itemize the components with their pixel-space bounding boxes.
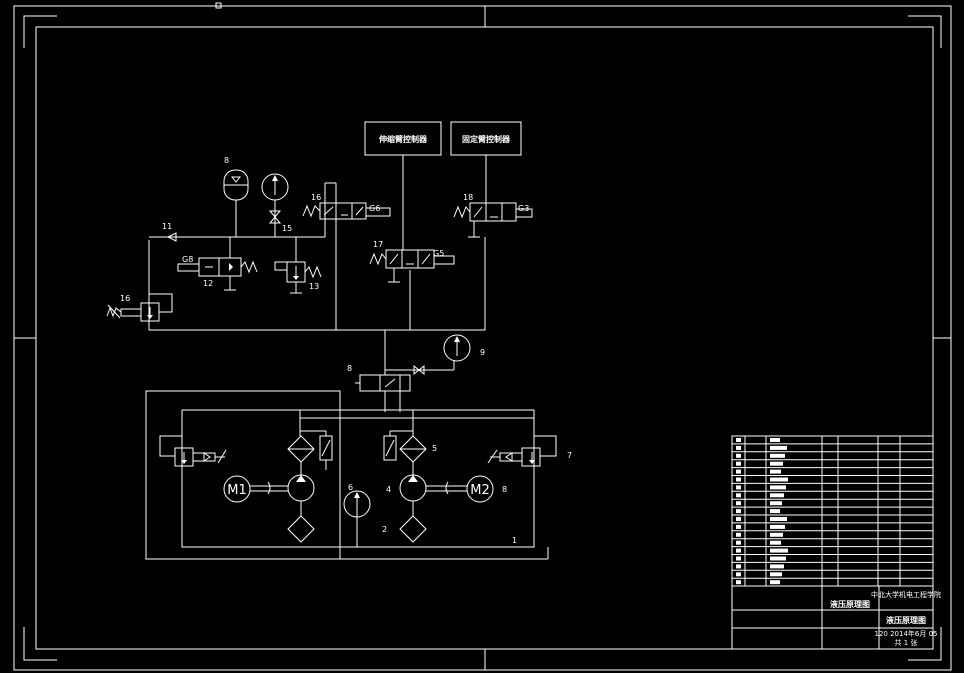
parts-list-name-mark (770, 580, 780, 585)
svg-text:8: 8 (224, 156, 229, 165)
svg-text:7: 7 (567, 451, 572, 460)
filter-icon (287, 515, 315, 543)
svg-text:2: 2 (382, 525, 387, 534)
parts-list-index-mark (736, 556, 741, 561)
gauge-icon (343, 490, 371, 518)
parts-list-index-mark (736, 540, 741, 545)
title-mid: 液压原理图 (830, 599, 870, 609)
needle-valve-icon (268, 210, 282, 224)
svg-text:16: 16 (120, 294, 130, 303)
parts-list-index-mark (736, 469, 741, 474)
parts-list-index-mark (736, 477, 741, 482)
middle-valve-section (355, 360, 455, 412)
parts-list-index-mark (736, 438, 741, 442)
parts-list-index-mark (736, 524, 741, 529)
svg-text:17: 17 (373, 240, 383, 249)
svg-text:15: 15 (282, 224, 292, 233)
svg-text:13: 13 (309, 282, 319, 291)
svg-text:M1: M1 (227, 483, 247, 498)
parts-list-index-mark (736, 509, 741, 514)
parts-list-name-mark (770, 461, 783, 466)
valve-16-g6-icon (302, 202, 391, 220)
check-valve-icon (166, 232, 177, 242)
pump-set-right: M2 (383, 430, 494, 543)
parts-list-index-mark (736, 580, 741, 585)
parts-list-name-mark (770, 564, 784, 569)
svg-text:9: 9 (480, 348, 485, 357)
parts-list-index-mark (736, 501, 741, 506)
parts-list-name-mark (770, 548, 788, 553)
svg-text:固定臂控制器: 固定臂控制器 (462, 134, 511, 144)
parts-list-name-mark (770, 509, 780, 514)
valve-12-icon (177, 237, 258, 291)
title-org: 中北大学机电工程学院 (871, 590, 941, 599)
drawing-frame (13, 2, 952, 671)
svg-text:6: 6 (348, 483, 353, 492)
telescopic-arm-controller: 伸缩臂控制器 (364, 121, 442, 156)
pump-set-left: M1 (223, 430, 333, 543)
filter-icon (399, 435, 427, 463)
title-sheet: 共 1 张 (895, 638, 918, 647)
svg-text:1: 1 (512, 536, 517, 545)
parts-list-name-mark (770, 572, 782, 577)
parts-list-name-mark (770, 524, 785, 529)
parts-list-index-mark (736, 445, 741, 450)
title-block: 液压原理图 液压原理图 中北大学机电工程学院 120 2014年6月 05 共 … (731, 435, 941, 650)
filter-icon (399, 515, 427, 543)
lower-circuit (145, 390, 557, 560)
pump-icon (399, 474, 427, 502)
parts-list-name-mark (770, 501, 782, 506)
parts-list-index-mark (736, 453, 741, 458)
svg-text:G5: G5 (433, 249, 444, 258)
parts-list-index-mark (736, 572, 741, 577)
fixed-arm-controller: 固定臂控制器 (450, 121, 522, 156)
svg-text:8: 8 (502, 485, 507, 494)
svg-text:11: 11 (162, 222, 172, 231)
parts-list-index-mark (736, 493, 741, 498)
svg-text:16: 16 (311, 193, 321, 202)
svg-text:G8: G8 (182, 255, 193, 264)
parts-list-name-mark (770, 493, 784, 498)
parts-list-name-mark (770, 469, 781, 474)
parts-list-name-mark (770, 532, 783, 537)
parts-list-index-mark (736, 461, 741, 466)
svg-text:4: 4 (386, 485, 391, 494)
parts-list-index-mark (736, 485, 741, 490)
parts-list-name-mark (770, 477, 788, 482)
relief-valve-16-icon (106, 293, 173, 322)
parts-list-index-mark (736, 517, 741, 521)
svg-text:G6: G6 (369, 204, 380, 213)
parts-list-name-mark (770, 540, 781, 545)
svg-text:12: 12 (203, 279, 213, 288)
svg-text:18: 18 (463, 193, 473, 202)
parts-list-name-mark (770, 453, 785, 458)
motor-icon: M2 (466, 475, 494, 503)
valve-18-g3-icon (453, 202, 533, 238)
parts-list-name-mark (770, 485, 786, 490)
filter-icon (287, 435, 315, 463)
svg-text:8: 8 (347, 364, 352, 373)
pump-icon (287, 474, 315, 502)
parts-list-index-mark (736, 548, 741, 553)
accumulator-icon (223, 169, 249, 237)
parts-list-index-mark (736, 564, 741, 569)
svg-text:M2: M2 (470, 483, 490, 498)
parts-list-name-mark (770, 556, 786, 561)
parts-list-name-mark (770, 438, 780, 442)
relief-valve-13-icon (274, 237, 322, 294)
svg-text:5: 5 (432, 444, 437, 453)
parts-list-index-mark (736, 532, 741, 537)
upper-circuit: 11 8 15 (106, 156, 533, 375)
svg-text:伸缩臂控制器: 伸缩臂控制器 (378, 134, 428, 144)
valve-17-g5-icon (369, 249, 455, 283)
title-right: 液压原理图 (886, 615, 926, 625)
parts-list-name-mark (770, 517, 787, 521)
gauge-icon (261, 173, 289, 237)
motor-icon: M1 (223, 475, 251, 503)
gauge-icon (443, 334, 471, 362)
parts-list-name-mark (770, 445, 787, 450)
title-date: 120 2014年6月 05 (875, 629, 938, 638)
svg-text:G3: G3 (518, 204, 529, 213)
